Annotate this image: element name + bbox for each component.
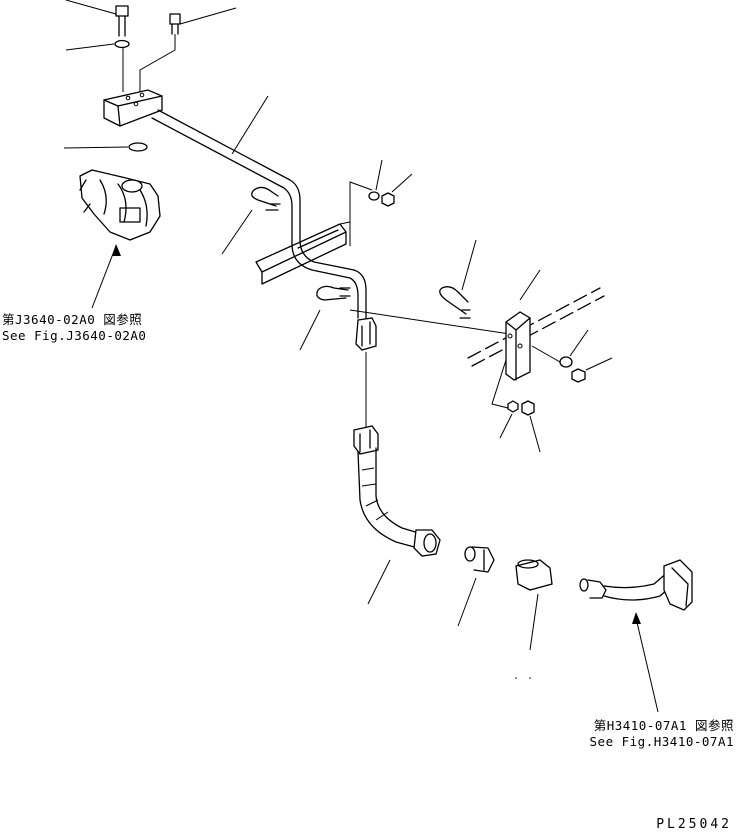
washer-part [65,39,130,92]
pipe-union [355,317,377,428]
nut-washer-lower [499,400,541,453]
reference-jp: 第J3640-02A0 図参照 [2,312,143,327]
reference-note-j3640: 第J3640-02A0 図参照 See Fig.J3640-02A0 [2,312,146,344]
linkage-rod [349,309,511,335]
reference-en: See Fig.H3410-07A1 [589,734,734,749]
u-bolt-upper [221,186,281,255]
reference-en: See Fig.J3640-02A0 [2,328,147,343]
u-bolt-middle [299,285,351,351]
manifold-block [103,89,163,127]
pump-unit [79,169,161,309]
nut-washer-upper [368,159,413,207]
reference-note-h3410: 第H3410-07A1 図参照 See Fig.H3410-07A1 [590,718,734,750]
nut-washer-right [531,329,613,383]
u-bolt-right [439,239,477,319]
coupler-part [515,559,553,651]
bent-pipe-right [579,559,693,713]
bolt-part [65,0,129,37]
o-ring-part [63,142,148,152]
reference-jp: 第H3410-07A1 図参照 [593,718,734,733]
right-bracket [467,269,605,409]
steel-pipe [151,95,367,319]
hose-assembly [353,425,441,605]
fitting-part [139,7,237,92]
drawing-code: PL25042 [656,817,732,832]
clamp-bracket [255,181,373,285]
adapter-fitting [457,546,495,627]
